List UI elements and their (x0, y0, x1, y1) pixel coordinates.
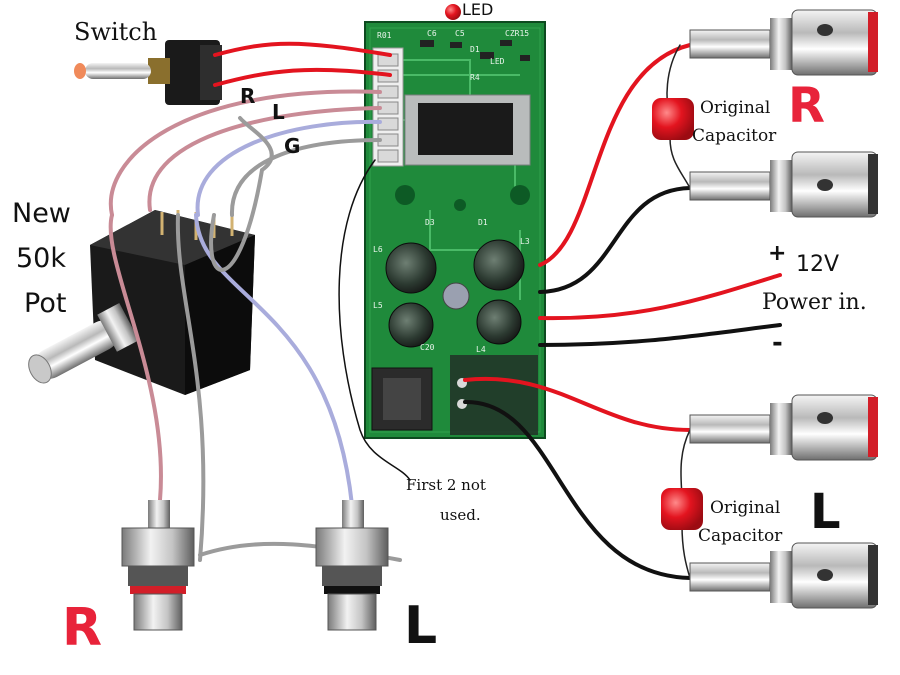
rca-jack-right (121, 500, 195, 631)
pcb-silk-c6: C6 (427, 29, 437, 38)
speaker-terminal-r-top (689, 9, 878, 76)
pcb-silk-l4: L4 (476, 345, 486, 354)
channel-r-top: R (788, 78, 825, 134)
power-plus-label: + (768, 241, 787, 266)
pcb-silk-r4: R4 (470, 73, 480, 82)
led-label: LED (462, 0, 494, 19)
power-volt-label: 12V (796, 252, 840, 277)
speaker-terminal-l-top (689, 394, 878, 461)
capacitor-bottom (661, 488, 703, 530)
power-in-label: Power in. (762, 290, 867, 315)
channel-l-bottom: L (810, 484, 841, 540)
pcb-silk-l6: L6 (373, 245, 383, 254)
rca-left-label: L (404, 596, 438, 656)
amplifier-pcb: R01 C6 D1 R4 C5 CZR15 LED L6 L5 L4 C20 D… (364, 4, 546, 439)
pot-label-line1: New (12, 198, 71, 229)
first-two-unused-line1: First 2 not (406, 476, 486, 494)
speaker-terminal-l-bottom (689, 542, 878, 609)
capacitor-top (652, 98, 694, 140)
capacitor-bottom-label-line1: Original (710, 498, 781, 518)
rca-jack-left (315, 500, 389, 631)
pcb-silk-c5: C5 (455, 29, 465, 38)
capacitor-top-label-line2: Capacitor (692, 126, 777, 146)
capacitor-top-label-line1: Original (700, 98, 771, 118)
pcb-silk-c20: C20 (420, 343, 435, 352)
toggle-switch (74, 40, 222, 105)
switch-label: Switch (74, 18, 158, 46)
pcb-silk-d3: D3 (425, 218, 435, 227)
pcb-silk-r01: R01 (377, 31, 392, 40)
pot-label-line3: Pot (24, 288, 67, 319)
wire-l-label: L (272, 100, 285, 124)
pcb-silk-led: LED (490, 57, 505, 66)
pcb-silk-d1b: D1 (478, 218, 488, 227)
speaker-terminal-r-bottom (689, 151, 878, 218)
pcb-silk-l3: L3 (520, 237, 530, 246)
rca-right-label: R (62, 598, 103, 658)
wires (108, 41, 782, 580)
pcb-silk-d1: D1 (470, 45, 480, 54)
capacitor-bottom-label-line2: Capacitor (698, 526, 783, 546)
wire-g-label: G (284, 134, 301, 158)
wire-r-label: R (240, 84, 256, 108)
pcb-silk-czr15: CZR15 (505, 29, 529, 38)
first-two-unused-line2: used. (440, 506, 481, 524)
pcb-silk-l5: L5 (373, 301, 383, 310)
power-minus-label: - (772, 328, 783, 358)
pot-label-line2: 50k (16, 243, 66, 274)
